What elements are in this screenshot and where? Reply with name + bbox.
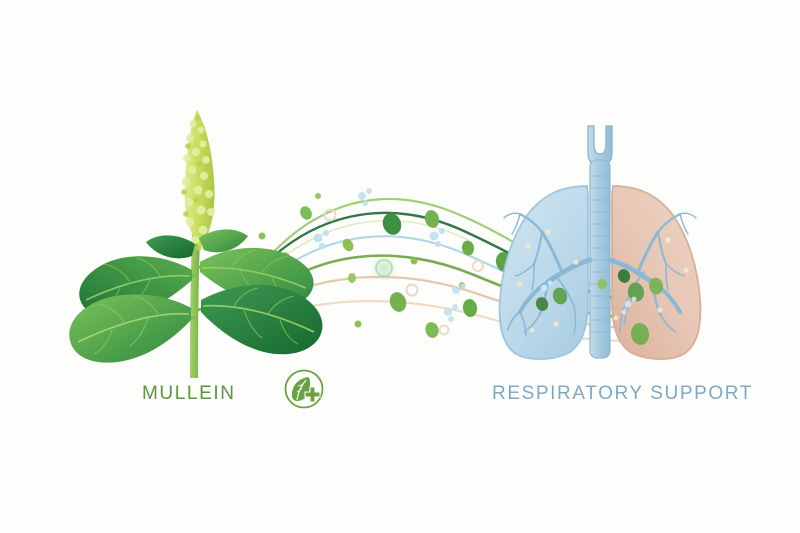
nutrient-flow-streams [223, 188, 652, 343]
bronchial-tree [503, 212, 697, 337]
lung-absorbed-particles [517, 229, 689, 345]
plant-leaf [146, 235, 195, 259]
stream-molecule-particles [313, 188, 484, 336]
mullein-label: MULLEIN [142, 383, 236, 404]
leaf-plus-badge [284, 369, 324, 409]
flower-spike [181, 110, 215, 251]
respiratory-support-label: RESPIRATORY SUPPORT [492, 383, 753, 404]
plant-leaf [199, 229, 248, 253]
lungs-anatomy [498, 125, 702, 360]
plant-leaf [69, 294, 191, 363]
lung-right-lobe [611, 185, 702, 360]
plant-leaf [201, 285, 323, 355]
trachea [587, 125, 613, 359]
mullein-plant [69, 110, 323, 378]
